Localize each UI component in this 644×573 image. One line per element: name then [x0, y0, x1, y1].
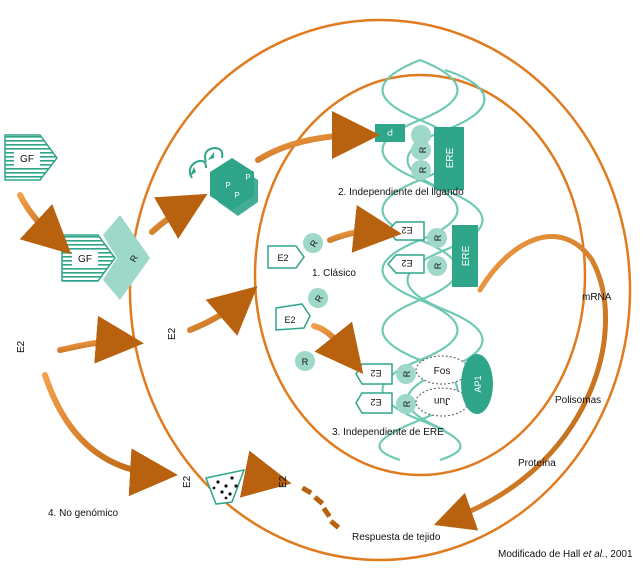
nucleus: [253, 73, 587, 477]
growth-factor-receptor-complex: GF R: [61, 215, 150, 300]
jun-label: Jun: [434, 395, 450, 406]
membrane-receptor-label: R: [128, 253, 140, 264]
e2-label-outside: E2: [16, 340, 27, 353]
e2-label-free-ere-indep: E2: [284, 315, 295, 325]
classic-complex-free: E2 R: [267, 233, 323, 269]
p-label-3: P: [245, 173, 250, 182]
membrane-receptor: [103, 215, 150, 300]
gf-receptor-label: GF: [78, 254, 92, 265]
citation-etal: et al.: [583, 549, 605, 560]
pathway-ligand-independent-label: 2. Independiente del ligando: [338, 187, 464, 198]
receptor-label-top-1: R: [418, 146, 428, 153]
e2-label-non-genomic: E2: [182, 475, 193, 488]
p-label-1: P: [234, 191, 239, 200]
pathway-non-genomic-label: 4. No genómico: [48, 508, 118, 519]
classic-complex-dna-2: E2 R: [386, 254, 447, 276]
receptor-label-top-2: R: [418, 166, 428, 173]
r-label-dna-2: R: [433, 262, 443, 269]
pathway-classic-label: 1. Clásico: [312, 268, 356, 279]
proteina-label: Proteína: [518, 458, 556, 469]
pathway-ere-independent-label: 3. Independiente de ERE: [332, 427, 444, 438]
ap1-complex: E2 R E2 R Fos Jun AP1: [355, 354, 493, 417]
r-label-dna-1: R: [433, 234, 443, 241]
citation: Modificado de Hall et al., 2001: [498, 549, 633, 560]
ere-box-top: ERE: [434, 127, 464, 190]
r-label-ap1-1: R: [402, 370, 412, 377]
ere-label-mid: ERE: [461, 245, 472, 266]
growth-factor-top: GF: [4, 134, 58, 181]
ere-independent-complex-free: E2 R R: [275, 288, 328, 371]
e2-label-dna-2: E2: [401, 258, 412, 268]
e2-label-non-genomic-2: E2: [278, 475, 289, 488]
mrna-label: mRNA: [582, 292, 612, 303]
citation-suffix: , 2001: [605, 549, 633, 560]
cell-membrane: [128, 18, 632, 562]
classic-complex-dna-1: E2 R: [386, 221, 447, 248]
kinase-cascade-icon: P P P: [188, 146, 258, 216]
r-label-ap1-2: R: [402, 400, 412, 407]
p-label-2: P: [225, 181, 230, 190]
r-label-lone: R: [302, 357, 309, 367]
ap1-label: AP1: [473, 375, 483, 392]
polisomas-label: Polisomas: [555, 395, 601, 406]
non-genomic-receptor: [204, 468, 246, 505]
e2-label-dna-1: E2: [401, 225, 412, 235]
r-label-free-classic: R: [308, 238, 320, 249]
fos-label: Fos: [434, 366, 451, 377]
e2-label-free-classic: E2: [277, 253, 288, 263]
phospho-receptor-top: P R R: [375, 124, 431, 180]
curved-arrow-icon: [17, 111, 608, 531]
citation-prefix: Modificado de Hall: [498, 549, 583, 560]
non-genomic-signal: [301, 485, 341, 530]
e2-label-ap1-2: E2: [370, 397, 381, 407]
gf-top-label: GF: [20, 154, 34, 165]
phospho-tag-label: P: [387, 127, 393, 137]
e2-label-ap1-1: E2: [370, 368, 381, 378]
tissue-response-label: Respuesta de tejido: [352, 532, 441, 543]
r-label-free-ere-indep: R: [313, 293, 325, 304]
ere-label-top: ERE: [445, 147, 456, 168]
e2-label-membrane: E2: [167, 327, 178, 340]
ere-box-mid: ERE: [452, 225, 478, 287]
